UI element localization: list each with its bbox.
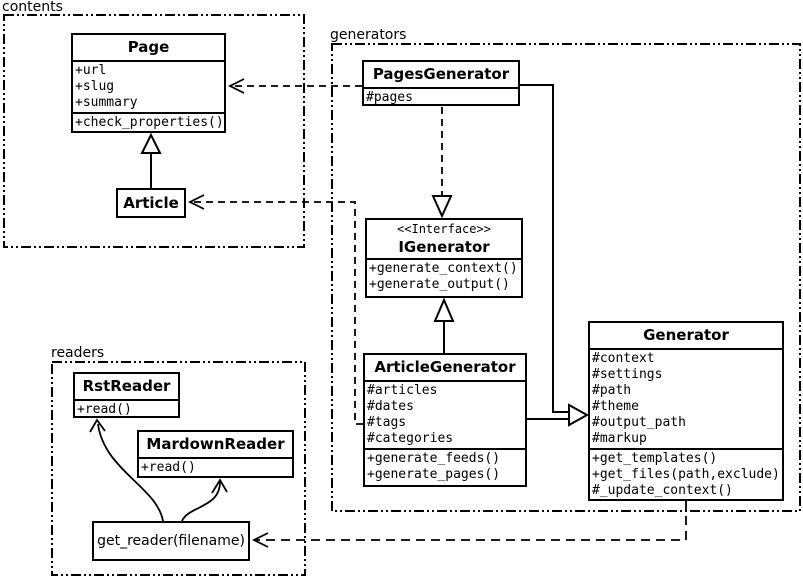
class-generator: Generator #context #settings #path #them… <box>588 321 784 501</box>
edge-generator-to-getreader <box>251 501 687 548</box>
open-arrowhead-icon <box>251 532 269 548</box>
edge-articlegenerator-to-article <box>187 194 363 425</box>
class-page-attributes: +url +slug +summary <box>75 63 138 110</box>
generators-package-label: generators <box>330 27 407 43</box>
class-igenerator-title: <<Interface>> IGenerator <box>367 220 521 260</box>
readers-package-frame <box>51 361 306 576</box>
class-generator-title: Generator <box>590 323 782 350</box>
class-rst-reader: RstReader +read() <box>73 372 180 418</box>
contents-package-frame <box>3 14 305 248</box>
edge-pagesgenerator-to-page <box>227 78 362 94</box>
class-article-title: Article <box>123 194 179 212</box>
open-arrowhead-icon <box>211 478 228 494</box>
class-article-generator-methods: +generate_feeds() +generate_pages() <box>365 448 525 484</box>
edge-getreader-to-mardownreader <box>181 478 228 522</box>
class-mardown-reader: MardownReader +read() <box>137 430 294 478</box>
class-igenerator: <<Interface>> IGenerator +generate_conte… <box>365 218 523 298</box>
edge-pagesgenerator-to-igenerator <box>431 107 453 219</box>
generators-package-frame <box>331 43 801 512</box>
class-pages-generator-attributes: #pages <box>366 90 413 105</box>
class-mardown-reader-methods: +read() <box>141 460 196 475</box>
class-rst-reader-methods: +read() <box>77 402 132 417</box>
class-article-generator-title: ArticleGenerator <box>365 355 525 382</box>
open-arrowhead-icon <box>187 194 205 210</box>
generalization-triangle-icon <box>140 132 162 154</box>
class-page-title: Page <box>73 35 224 62</box>
realization-triangle-icon <box>431 195 453 219</box>
class-article-generator: ArticleGenerator #articles #dates #tags … <box>363 353 527 487</box>
contents-package-label: contents <box>2 0 63 15</box>
open-arrowhead-icon <box>89 418 106 433</box>
class-igenerator-methods: +generate_context() +generate_output() <box>369 261 518 292</box>
class-rst-reader-title: RstReader <box>75 374 178 401</box>
class-article: Article <box>116 188 186 218</box>
edge-getreader-to-rstreader <box>89 418 164 522</box>
class-generator-methods: +get_templates() +get_files(path,exclude… <box>590 448 782 500</box>
generalization-triangle-icon <box>568 403 590 427</box>
class-page-methods: +check_properties() <box>73 112 224 132</box>
generalization-triangle-icon <box>433 297 455 322</box>
class-mardown-reader-title: MardownReader <box>139 432 292 459</box>
edge-generators-to-generator <box>520 84 590 427</box>
readers-package-label: readers <box>51 345 105 361</box>
class-pages-generator-title: PagesGenerator <box>364 62 518 89</box>
function-get-reader: get_reader(filename) <box>92 521 250 561</box>
edge-articlegenerator-to-igenerator <box>433 297 455 353</box>
interface-stereotype: <<Interface>> <box>397 222 491 236</box>
class-generator-attributes: #context #settings #path #theme #output_… <box>592 351 686 446</box>
class-article-generator-attributes: #articles #dates #tags #categories <box>367 383 454 446</box>
open-arrowhead-icon <box>227 78 245 94</box>
edge-article-to-page <box>140 132 162 188</box>
class-pages-generator: PagesGenerator #pages <box>362 60 520 106</box>
class-page: Page +url +slug +summary +check_properti… <box>71 33 226 133</box>
